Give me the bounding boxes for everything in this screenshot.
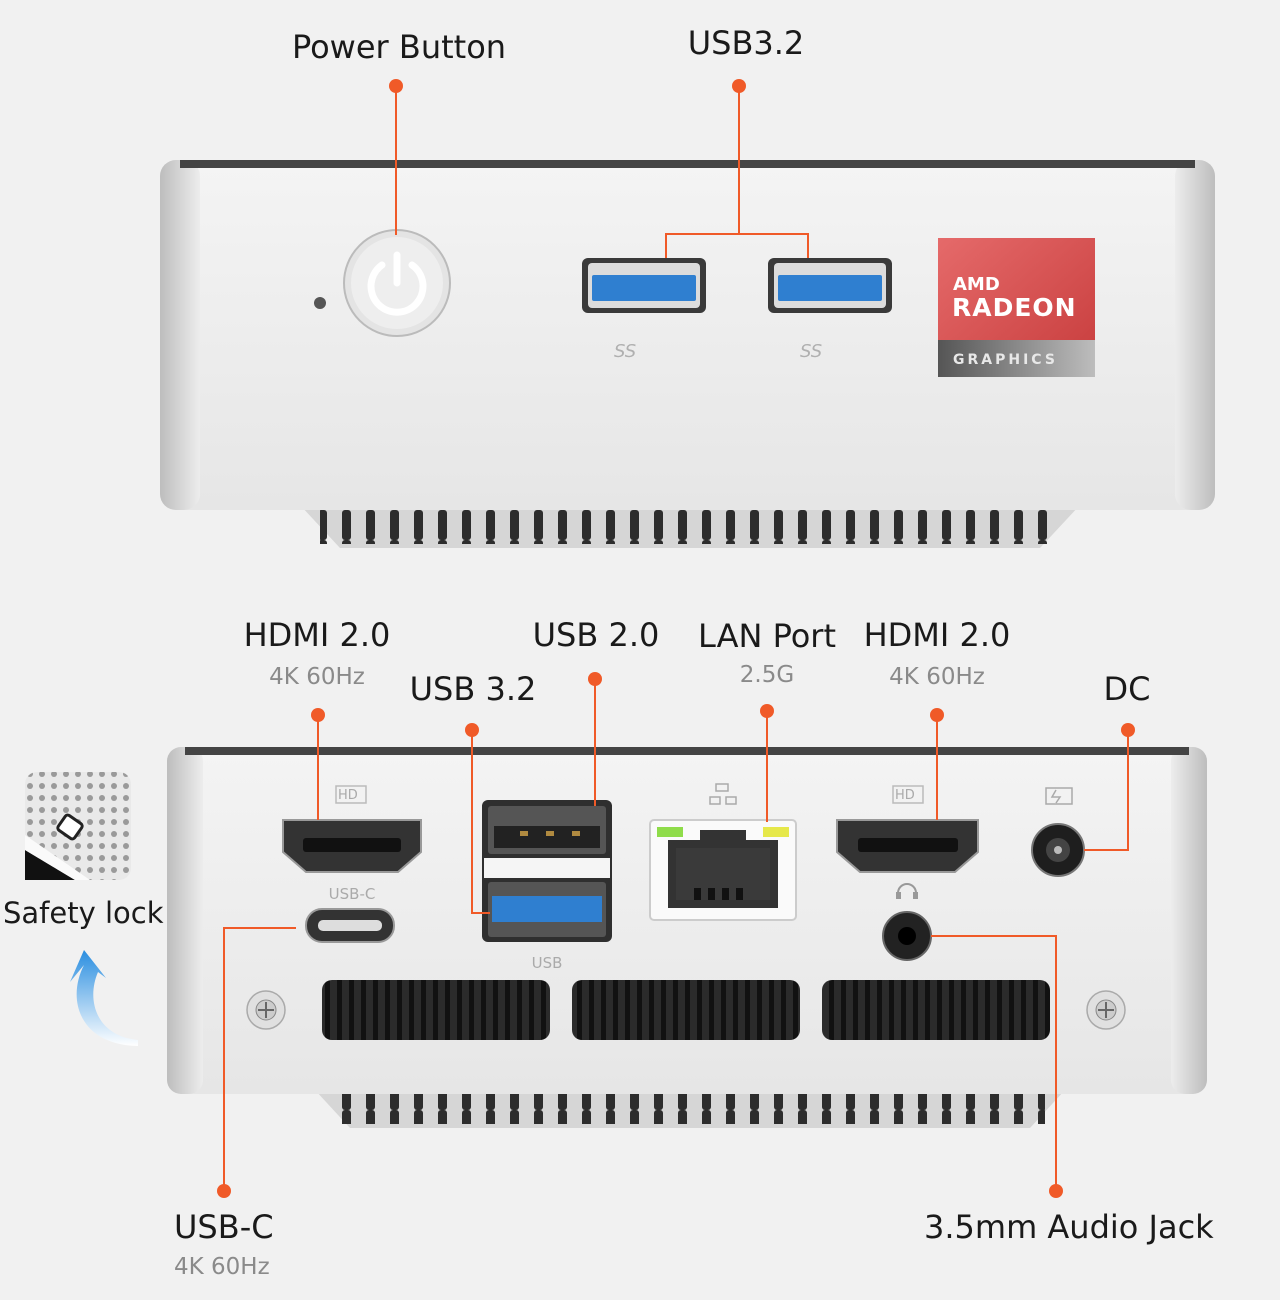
vent-grille-1 (322, 980, 550, 1040)
usb3-port-front-1[interactable] (582, 258, 706, 313)
badge-brand: AMD (953, 274, 1000, 295)
hdmi-port-left[interactable] (282, 819, 422, 873)
lan-port[interactable] (649, 819, 797, 921)
callout-leaders (217, 79, 1135, 1198)
power-icon (367, 251, 427, 316)
hd-mark-right: HD (895, 788, 915, 803)
screw-left (246, 990, 286, 1030)
dc-port[interactable] (1031, 823, 1085, 877)
headphone-icon (897, 883, 917, 894)
usb20-label: USB 2.0 (532, 616, 660, 654)
ss-mark-2: SS (800, 341, 822, 362)
usbc-port[interactable] (305, 908, 395, 943)
vent-grille-2 (572, 980, 800, 1040)
device-front: SS SS AMD RADEON GRAPHICS (160, 160, 1215, 548)
safety-lock-image (25, 772, 131, 880)
device-rear: HD USB-C USB (167, 747, 1207, 1128)
hdmi-right-label: HDMI 2.0 (863, 616, 1011, 654)
usb32-back-label: USB 3.2 (409, 670, 537, 708)
front-base-vents (320, 508, 1060, 544)
curved-arrow-icon (70, 950, 138, 1046)
amd-radeon-badge: AMD RADEON GRAPHICS (938, 238, 1095, 377)
usb2-port[interactable] (488, 806, 606, 854)
hdmi-right-sublabel: 4K 60Hz (889, 664, 985, 690)
usbc-label: USB-C (174, 1208, 274, 1246)
hd-mark-left: HD (338, 788, 358, 803)
hdmi-port-right[interactable] (836, 819, 979, 873)
ss-mark-1: SS (614, 341, 636, 362)
usb-mark: USB (532, 954, 563, 972)
audio-jack[interactable] (882, 911, 932, 961)
lan-icon (709, 783, 737, 805)
usb32-top-label: USB3.2 (687, 24, 805, 62)
badge-product: RADEON (952, 293, 1077, 322)
dc-label: DC (1103, 670, 1151, 708)
hdmi-left-label: HDMI 2.0 (243, 616, 391, 654)
usbc-mark: USB-C (329, 885, 376, 903)
audio-jack-label: 3.5mm Audio Jack (924, 1208, 1214, 1246)
badge-line: GRAPHICS (953, 352, 1058, 368)
dc-icon (1045, 787, 1073, 805)
rear-base-vents (335, 1092, 1045, 1124)
lan-label: LAN Port (698, 617, 836, 655)
safety-lock-label: Safety lock (3, 896, 164, 930)
usb-stack (482, 800, 612, 942)
power-button[interactable] (343, 229, 451, 337)
usb3-port-front-2[interactable] (768, 258, 892, 313)
screw-right (1086, 990, 1126, 1030)
lan-sublabel: 2.5G (739, 662, 795, 688)
hdmi-left-sublabel: 4K 60Hz (269, 664, 365, 690)
vent-grille-3 (822, 980, 1050, 1040)
usb3-port-rear[interactable] (488, 882, 606, 937)
usbc-sublabel: 4K 60Hz (174, 1254, 270, 1280)
power-led (314, 297, 326, 309)
power-button-label: Power Button (291, 28, 507, 66)
